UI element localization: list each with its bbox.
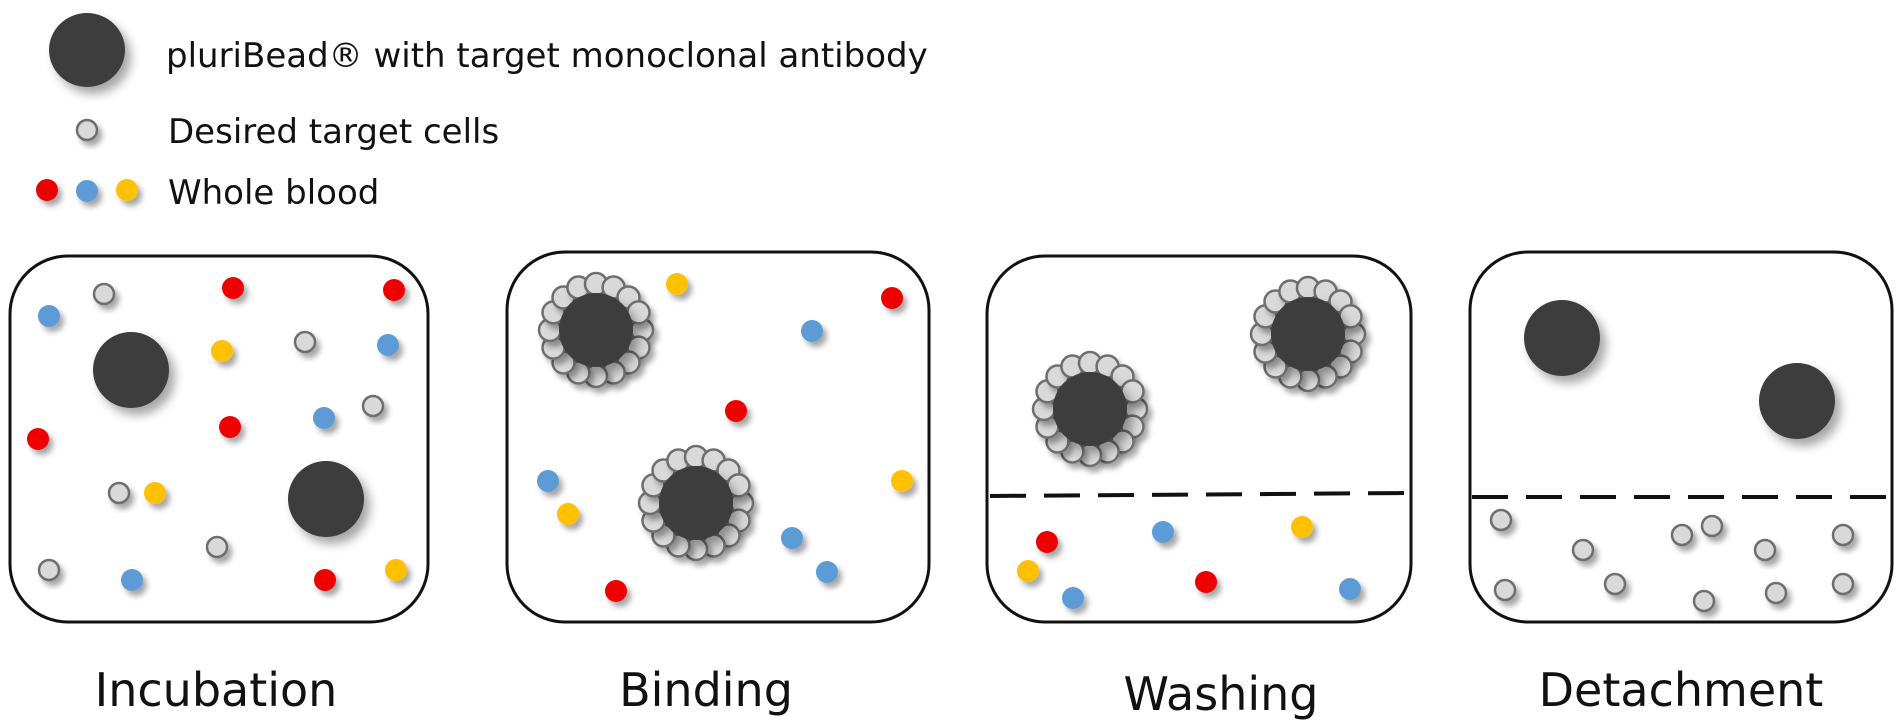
yellow-blood-cell	[144, 482, 166, 504]
legend-whole-blood-label: Whole blood	[168, 173, 379, 213]
blue-blood-cell	[781, 527, 803, 549]
panel-washing-label: Washing	[1124, 667, 1319, 721]
legend-target-cells-label: Desired target cells	[168, 112, 499, 152]
pluribead	[1759, 363, 1835, 439]
yellow-blood-cell	[116, 179, 138, 201]
pluribead	[93, 332, 169, 408]
red-blood-cell	[881, 287, 903, 309]
panel-incubation-label: Incubation	[95, 663, 338, 717]
panel-incubation: Incubation	[8, 254, 430, 717]
panel-binding-label: Binding	[619, 663, 793, 717]
target-cell	[1753, 538, 1777, 562]
blue-blood-cell	[801, 320, 823, 342]
pluribead	[559, 293, 633, 367]
target-cell	[1764, 581, 1788, 605]
pluribead	[659, 466, 733, 540]
blue-blood-cell	[121, 569, 143, 591]
yellow-blood-cell	[1291, 516, 1313, 538]
blue-blood-cell	[313, 407, 335, 429]
yellow-blood-cell	[385, 559, 407, 581]
target-cell	[92, 282, 116, 306]
red-blood-cell	[222, 277, 244, 299]
target-cell	[1670, 523, 1694, 547]
bead-with-bound-cells	[1031, 350, 1149, 468]
legend-whole-blood-icon	[36, 179, 138, 202]
target-cell	[1700, 514, 1724, 538]
pluribead	[1271, 297, 1345, 371]
blue-blood-cell	[377, 334, 399, 356]
target-cell	[1603, 572, 1627, 596]
bead-with-bound-cells	[537, 271, 655, 389]
panel-detachment-label: Detachment	[1539, 663, 1824, 717]
yellow-blood-cell	[1017, 560, 1039, 582]
target-cell	[1571, 538, 1595, 562]
red-blood-cell	[1036, 531, 1058, 553]
red-blood-cell	[383, 279, 405, 301]
pluribead	[49, 13, 125, 87]
target-cell	[1692, 589, 1716, 613]
target-cell	[1493, 578, 1517, 602]
panel-incubation-frame	[8, 254, 430, 624]
red-blood-cell	[314, 569, 336, 591]
legend-bead-icon	[49, 13, 125, 87]
panel-washing-contents	[989, 275, 1411, 609]
target-cell	[205, 535, 229, 559]
red-blood-cell	[605, 580, 627, 602]
blue-blood-cell	[1152, 521, 1174, 543]
red-blood-cell	[1195, 571, 1217, 593]
pluribead	[1053, 372, 1127, 446]
red-blood-cell	[36, 179, 58, 201]
panel-detachment-contents	[1472, 300, 1890, 613]
target-cell	[293, 330, 317, 354]
blue-blood-cell	[816, 561, 838, 583]
red-blood-cell	[219, 416, 241, 438]
panel-washing: Washing	[985, 254, 1413, 721]
bead-with-bound-cells	[637, 444, 755, 562]
legend-target-cell-icon	[75, 118, 99, 142]
blue-blood-cell	[1339, 578, 1361, 600]
yellow-blood-cell	[557, 503, 579, 525]
washing-separation-line	[989, 491, 1411, 498]
panel-binding-contents	[537, 271, 913, 602]
blue-blood-cell	[76, 180, 98, 202]
blue-blood-cell	[38, 305, 60, 327]
panel-binding: Binding	[505, 250, 931, 717]
red-blood-cell	[725, 400, 747, 422]
yellow-blood-cell	[211, 340, 233, 362]
target-cell	[1831, 572, 1855, 596]
legend: pluriBead® with target monoclonal antibo…	[36, 13, 928, 213]
target-cell	[1831, 523, 1855, 547]
pluribead	[288, 461, 364, 537]
target-cell	[75, 118, 99, 142]
panel-detachment-frame	[1468, 250, 1894, 624]
yellow-blood-cell	[666, 273, 688, 295]
target-cell	[1489, 508, 1513, 532]
blue-blood-cell	[537, 470, 559, 492]
blue-blood-cell	[1062, 587, 1084, 609]
panel-detachment: Detachment	[1468, 250, 1894, 717]
target-cell	[107, 481, 131, 505]
panel-incubation-contents	[27, 277, 407, 591]
target-cell	[361, 394, 385, 418]
red-blood-cell	[27, 428, 49, 450]
target-cell	[37, 558, 61, 582]
yellow-blood-cell	[891, 470, 913, 492]
bead-with-bound-cells	[1249, 275, 1367, 393]
legend-bead-label: pluriBead® with target monoclonal antibo…	[166, 36, 928, 76]
pluribead	[1524, 300, 1600, 376]
